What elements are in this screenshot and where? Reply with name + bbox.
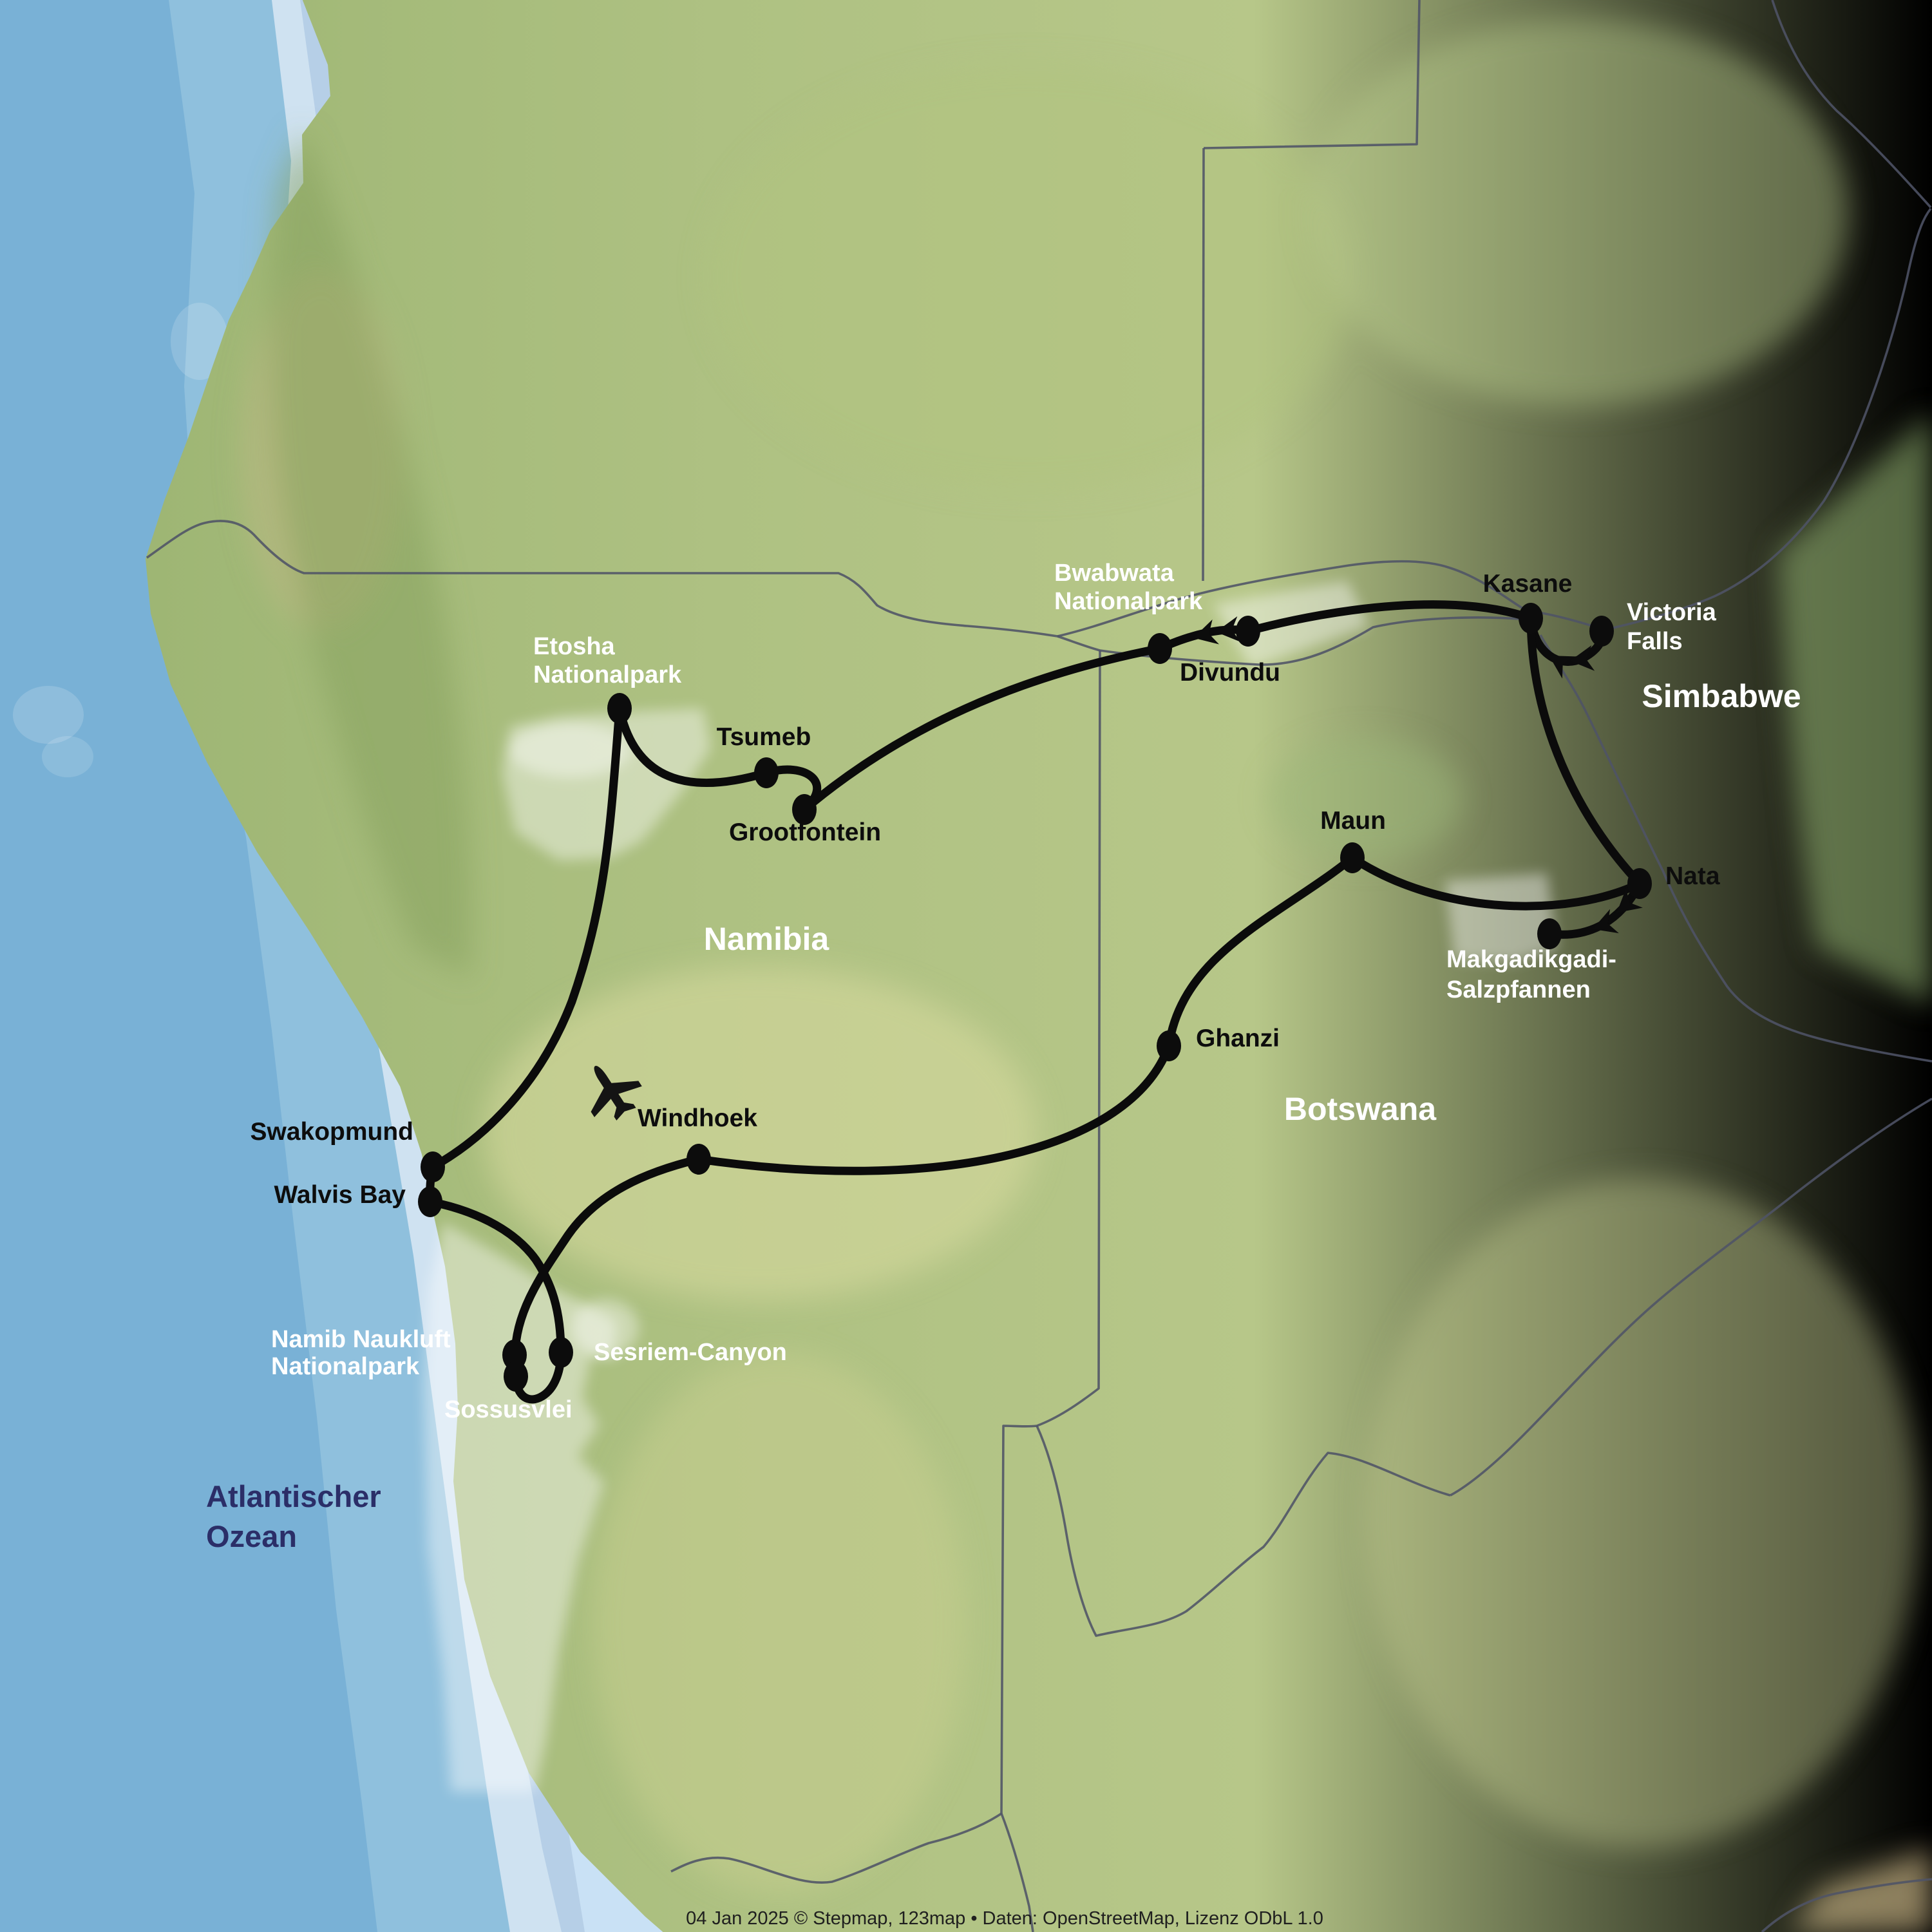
stop-marker-bwabwata [1236, 616, 1260, 647]
terrain-patches [242, 19, 1932, 1932]
route-segment-etosha-swakopmund [428, 704, 624, 1171]
stop-marker-sesriem [549, 1337, 573, 1368]
border-limpopo [1761, 1878, 1932, 1932]
route-segment-kasane-nata [1526, 614, 1644, 888]
airplane-icon [591, 1066, 642, 1121]
border-angola-zambia [1202, 147, 1205, 582]
route-direction-arrow-icon [1549, 655, 1576, 679]
border-zambia-north [1203, 0, 1421, 149]
label-simbabwe: Simbabwe [1642, 678, 1801, 714]
stop-marker-victoria-falls [1589, 616, 1614, 647]
border-namibia-botswana [1000, 650, 1101, 1814]
stop-marker-etosha [607, 693, 632, 724]
route-segment-nata-maun [1348, 853, 1644, 911]
label-makgadikgadi-salzpfannen: Makgadikgadi-Salzpfannen [1446, 946, 1616, 1003]
label-botswana: Botswana [1284, 1091, 1437, 1127]
route-direction-arrow-icon [1570, 645, 1595, 671]
stop-marker-sossusvlei [504, 1361, 528, 1392]
label-maun: Maun [1320, 807, 1386, 835]
label-sossusvlei: Sossusvlei [444, 1396, 573, 1423]
route-segment-etosha-tsumeb [615, 704, 771, 788]
border-caprivi-south [1057, 616, 1527, 666]
attribution: 04 Jan 2025 © Stepmap, 123map • Daten: O… [686, 1908, 1323, 1929]
sesriem-pale-patch [572, 1299, 639, 1357]
label-swakopmund: Swakopmund [250, 1118, 413, 1146]
label-grootfontein: Grootfontein [729, 819, 881, 846]
park-overlays [424, 581, 1557, 1792]
border-molopo [1000, 1813, 1034, 1932]
landmass [146, 0, 1932, 1932]
route-layer [426, 600, 1644, 1404]
stop-marker-divundu [1148, 633, 1172, 664]
border-zambia-zimbabwe [1771, 0, 1932, 209]
stop-marker-swakopmund [421, 1151, 445, 1182]
route-direction-arrow-icon [1216, 616, 1241, 642]
border-zambezi [1604, 207, 1932, 631]
label-ghanzi: Ghanzi [1196, 1025, 1280, 1052]
route-direction-arrow-icon [1616, 887, 1643, 913]
label-namibia: Namibia [704, 921, 830, 957]
border-botswana-zimbabwe-north [1539, 634, 1932, 1063]
stop-marker-kasane [1519, 603, 1543, 634]
border-namibia-southafrica [670, 1812, 1002, 1884]
stop-marker-grootfontein [792, 794, 817, 825]
label-divundu: Divundu [1180, 659, 1280, 687]
stop-marker-nata [1627, 868, 1652, 899]
label-walvis-bay: Walvis Bay [274, 1181, 406, 1209]
etosha-pan [509, 723, 631, 777]
stop-marker-ghanzi [1157, 1030, 1181, 1061]
stop-marker-windhoek [687, 1144, 711, 1175]
label-windhoek: Windhoek [638, 1104, 757, 1132]
border-angola-namibia [146, 520, 1058, 638]
stop-marker-maun [1340, 842, 1365, 873]
stop-marker-makgadikgadi [1537, 918, 1562, 949]
border-caprivi-north [1057, 560, 1527, 638]
label-nata: Nata [1665, 862, 1720, 890]
label-kasane: Kasane [1483, 570, 1573, 598]
route-segment-windhoek-loop-walvisbay [426, 1155, 703, 1404]
route-direction-arrow-icon [1193, 619, 1220, 645]
stops-layer [418, 603, 1652, 1392]
stop-marker-walvis-bay [418, 1186, 442, 1217]
route-segment-grootfontein-divundu [800, 644, 1164, 814]
park-overlay-makgadikgadi [1445, 873, 1557, 962]
border-botswana-zimbabwe-south [1450, 1097, 1932, 1497]
route-segment-ghanzi-windhoek [694, 1041, 1173, 1175]
stop-marker-tsumeb [754, 757, 779, 788]
country-borders [146, 0, 1932, 1932]
route-segment-bwabwata-kasane [1244, 600, 1535, 636]
park-overlay-namib-naukluft [424, 1222, 617, 1792]
route-segment-maun-ghanzi [1164, 853, 1357, 1050]
border-botswana-southafrica [1036, 1425, 1451, 1637]
label-sesriem-canyon: Sesriem-Canyon [594, 1339, 787, 1366]
label-tsumeb: Tsumeb [717, 723, 811, 751]
route-direction-arrow-icon [1593, 909, 1619, 934]
